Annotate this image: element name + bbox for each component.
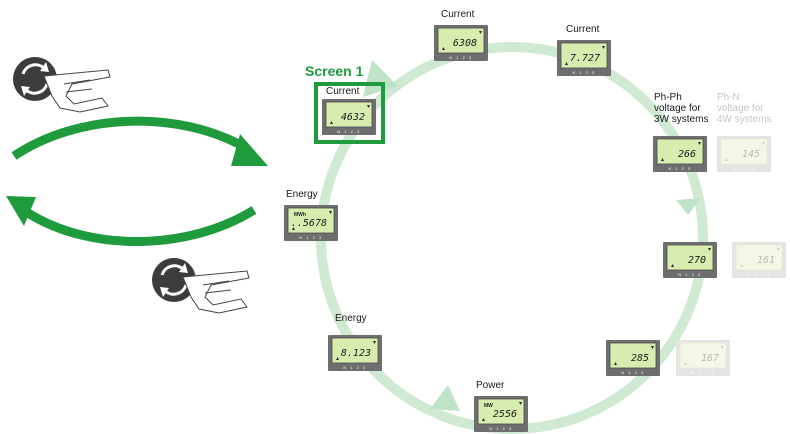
lcd-value: 266 (678, 149, 696, 160)
previous-screen-arrow[interactable] (6, 196, 257, 246)
lcd-value: 167 (701, 353, 719, 364)
meter-phase-legend: N 1 2 3 (299, 235, 322, 240)
meter-lcd (437, 27, 485, 54)
meter-lcd (679, 342, 727, 369)
meter-screen-1: 6308 N 1 2 3 Current (434, 9, 488, 61)
rotate-button-icon (13, 57, 57, 101)
meter-phase-legend: N 1 2 3 (572, 70, 595, 75)
meter-phase-legend: N 1 2 3 (747, 272, 770, 277)
lcd-indicator-icon (651, 346, 654, 349)
lcd-indicator-icon (367, 105, 370, 108)
lcd-value: 6308 (453, 38, 477, 49)
lcd-indicator-icon (565, 62, 568, 65)
lcd-unit: MW (484, 403, 493, 409)
meter-screen-7: 285 N 1 2 3 (606, 340, 660, 376)
meter-lcd (560, 42, 608, 69)
meter-phase-legend: N 1 2 3 (621, 370, 644, 375)
lcd-value: 7.727 (570, 53, 600, 64)
pointing-hand-icon (182, 270, 250, 314)
lcd-indicator-icon (373, 341, 376, 344)
meter-lcd (735, 244, 783, 271)
meter-lcd (477, 398, 525, 425)
lcd-value: 145 (742, 149, 760, 160)
meter-lcd (331, 337, 379, 364)
meter-phase-legend: N 1 2 3 (449, 55, 472, 60)
lcd-indicator-icon (482, 418, 485, 421)
lcd-indicator-icon (708, 248, 711, 251)
screen-1-heading: Screen 1 (305, 63, 364, 79)
meter-screen-8: 167 N 1 2 3 (676, 340, 730, 376)
lcd-indicator-icon (602, 46, 605, 49)
meter-lcd (609, 342, 657, 369)
meter-phase-legend: N 1 2 3 (337, 129, 360, 134)
lcd-indicator-icon (292, 227, 295, 230)
screen-label: Energy (286, 189, 318, 200)
meter-phase-legend: N 1 2 3 (732, 166, 755, 171)
lcd-indicator-icon (614, 362, 617, 365)
lcd-indicator-icon (442, 47, 445, 50)
lcd-value: 2556 (493, 409, 517, 420)
meter-lcd (325, 101, 373, 128)
lcd-indicator-icon (330, 121, 333, 124)
meter-lcd (720, 138, 768, 165)
meter-screen-2: 7.727 N 1 2 3 Current (557, 24, 611, 76)
lcd-indicator-icon (671, 264, 674, 267)
meter-screen-10: 8.123 N 1 2 3 Energy (328, 313, 382, 371)
screen-label: Current (441, 9, 475, 20)
pointing-hand-icon (43, 69, 111, 113)
lcd-value: 285 (631, 353, 649, 364)
lcd-unit: MWh (294, 212, 306, 218)
lcd-indicator-icon (329, 211, 332, 214)
lcd-value: ..5678 (291, 218, 327, 229)
lcd-indicator-icon (762, 142, 765, 145)
meter-phase-legend: N 1 2 3 (489, 426, 512, 431)
meter-screen-6: 161 N 1 2 3 (732, 242, 786, 278)
meter-screens: 6308 N 1 2 3 Current 7.727 N 1 2 3 Current 266… (284, 9, 786, 432)
rotate-button-icon (152, 258, 196, 302)
meter-lcd (666, 244, 714, 271)
lcd-value: 4632 (341, 112, 365, 123)
screen-label: Power (476, 380, 505, 391)
meter-screen-11: MWh..5678 N 1 2 3 Energy (284, 189, 338, 241)
meter-lcd (287, 207, 335, 234)
lcd-indicator-icon (661, 158, 664, 161)
meter-lcd (656, 138, 704, 165)
lcd-indicator-icon (725, 158, 728, 161)
lcd-indicator-icon (721, 346, 724, 349)
ring-arrow-top-left (363, 60, 398, 97)
ring-arrow-right (676, 198, 701, 215)
lcd-indicator-icon (777, 248, 780, 251)
lcd-indicator-icon (740, 264, 743, 267)
meter-phase-legend: N 1 2 3 (691, 370, 714, 375)
lcd-value: 161 (757, 255, 775, 266)
meter-screen-5: 270 N 1 2 3 (663, 242, 717, 278)
next-screen-arrow[interactable] (11, 116, 268, 166)
lcd-indicator-icon (479, 31, 482, 34)
lcd-indicator-icon (698, 142, 701, 145)
lcd-value: 270 (688, 255, 706, 266)
screen-label: Energy (335, 313, 367, 324)
meter-phase-legend: N 1 2 3 (668, 166, 691, 171)
meter-screen-12: 4632 N 1 2 3 Current (322, 86, 376, 135)
rotate-button-bottom[interactable] (152, 258, 250, 314)
lcd-value: 8.123 (341, 348, 371, 359)
ring-arrow-bottom-left (430, 385, 460, 411)
lcd-indicator-icon (684, 362, 687, 365)
ring-direction-arrows (363, 60, 701, 411)
screen-label: Current (566, 24, 600, 35)
lcd-indicator-icon (519, 402, 522, 405)
screen-1-highlight (314, 82, 385, 144)
rotate-button-top[interactable] (13, 57, 111, 113)
lcd-indicator-icon (336, 357, 339, 360)
screen-label: Current (326, 86, 360, 97)
meter-phase-legend: N 1 2 3 (343, 365, 366, 370)
meter-phase-legend: N 1 2 3 (678, 272, 701, 277)
